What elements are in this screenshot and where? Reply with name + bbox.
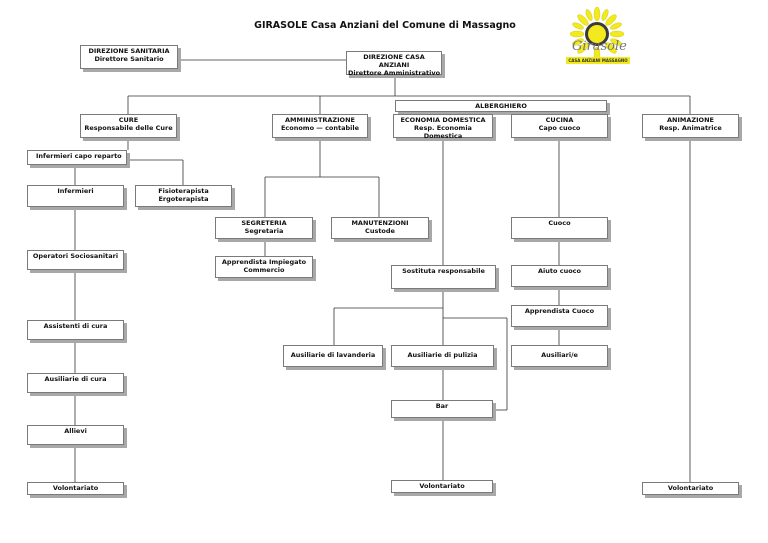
cure-title: CURE (118, 116, 139, 124)
amministrazione-subtitle: Economo — contabile (280, 123, 360, 132)
ausiliarie-pulizia-title: Ausiliarie di pulizia (407, 351, 478, 360)
cucina-title: CUCINA (545, 116, 574, 124)
box-volontariato-cure: Volontariato (27, 482, 124, 495)
sostituta-title: Sostituta responsabile (402, 267, 485, 275)
direzione-casa-title: DIREZIONE CASA ANZIANI (363, 53, 425, 69)
girasole-logo (569, 6, 625, 62)
alberghiero-label: ALBERGHIERO (475, 102, 527, 110)
box-cure: CURE Responsabile delle Cure (80, 114, 177, 138)
cuoco-title: Cuoco (548, 219, 571, 227)
direzione-sanitaria-title: DIREZIONE SANITARIA (88, 47, 170, 55)
direzione-sanitaria-subtitle: Direttore Sanitario (94, 54, 164, 63)
cucina-subtitle: Capo cuoco (538, 123, 581, 132)
apprendista-impiegato-subtitle: Commercio (243, 265, 285, 274)
bar-title: Bar (435, 402, 449, 410)
box-segreteria: SEGRETERIA Segretaria (215, 217, 313, 239)
aiuto-cuoco-title: Aiuto cuoco (538, 267, 581, 275)
box-direzione-sanitaria: DIREZIONE SANITARIA Direttore Sanitario (80, 45, 178, 69)
direzione-casa-subtitle: Direttore Amministrativo (347, 68, 441, 77)
infermieri-title: Infermieri (57, 187, 94, 195)
ausiliari-cucina-title: Ausiliari/e (541, 351, 578, 360)
box-volontariato-animazione: Volontariato (642, 482, 739, 495)
box-apprendista-impiegato: Apprendista Impiegato Commercio (215, 256, 313, 278)
box-sostituta-responsabile: Sostituta responsabile (391, 265, 496, 289)
volontariato-animazione-title: Volontariato (667, 484, 714, 492)
box-aiuto-cuoco: Aiuto cuoco (511, 265, 608, 287)
alberghiero-band: ALBERGHIERO (395, 100, 607, 112)
box-bar: Bar (391, 400, 493, 418)
manutenzioni-title: MANUTENZIONI (351, 219, 409, 227)
logo-script-text: Girasole (572, 39, 627, 54)
ausiliarie-cura-title: Ausiliarie di cura (44, 375, 107, 383)
box-ausiliari-cucina: Ausiliari/e (511, 345, 608, 367)
box-cuoco: Cuoco (511, 217, 608, 239)
box-apprendista-cuoco: Apprendista Cuoco (511, 305, 608, 327)
box-assistenti-di-cura: Assistenti di cura (27, 320, 124, 340)
allievi-title: Allievi (64, 427, 87, 435)
fisioterapista-subtitle: Ergoterapista (158, 194, 209, 203)
logo-caption: CASA ANZIANI MASSAGNO (566, 57, 630, 64)
economia-subtitle: Resp. Economia Domestica (414, 123, 472, 140)
box-infermieri-capo-reparto: Infermieri capo reparto (27, 150, 127, 165)
amministrazione-title: AMMINISTRAZIONE (285, 116, 355, 124)
infermieri-capo-title: Infermieri capo reparto (36, 152, 122, 160)
box-ausiliarie-di-lavanderia: Ausiliarie di lavanderia (283, 345, 383, 367)
box-volontariato-economia: Volontariato (391, 480, 493, 493)
segreteria-title: SEGRETERIA (241, 219, 287, 227)
cure-subtitle: Responsabile delle Cure (84, 123, 173, 132)
box-fisioterapista: Fisioterapista Ergoterapista (135, 185, 232, 207)
box-cucina: CUCINA Capo cuoco (511, 114, 608, 138)
segreteria-subtitle: Segretaria (244, 226, 284, 235)
box-animazione: ANIMAZIONE Resp. Animatrice (642, 114, 739, 138)
apprendista-cuoco-title: Apprendista Cuoco (524, 307, 595, 315)
box-manutenzioni: MANUTENZIONI Custode (331, 217, 429, 239)
volontariato-economia-title: Volontariato (419, 482, 465, 490)
animazione-title: ANIMAZIONE (667, 116, 714, 124)
animazione-subtitle: Resp. Animatrice (659, 123, 722, 132)
volontariato-cure-title: Volontariato (52, 484, 99, 492)
box-allievi: Allievi (27, 425, 124, 445)
box-ausiliarie-di-pulizia: Ausiliarie di pulizia (391, 345, 494, 367)
ausiliarie-lavanderia-title: Ausiliarie di lavanderia (290, 351, 376, 360)
box-amministrazione: AMMINISTRAZIONE Economo — contabile (272, 114, 368, 138)
fisioterapista-title: Fisioterapista (158, 187, 209, 195)
box-economia-domestica: ECONOMIA DOMESTICA Resp. Economia Domest… (393, 114, 493, 140)
apprendista-impiegato-title: Apprendista Impiegato (221, 258, 307, 266)
page-title: GIRASOLE Casa Anziani del Comune di Mass… (254, 20, 516, 31)
economia-title: ECONOMIA DOMESTICA (400, 116, 486, 124)
operatori-title: Operatori Sociosanitari (32, 252, 119, 260)
box-operatori-sociosanitari: Operatori Sociosanitari (27, 250, 124, 270)
box-ausiliarie-di-cura: Ausiliarie di cura (27, 373, 124, 393)
manutenzioni-subtitle: Custode (365, 226, 395, 235)
box-infermieri: Infermieri (27, 185, 124, 207)
assistenti-title: Assistenti di cura (43, 322, 108, 330)
box-direzione-casa-anziani: DIREZIONE CASA ANZIANI Direttore Amminis… (346, 51, 442, 77)
